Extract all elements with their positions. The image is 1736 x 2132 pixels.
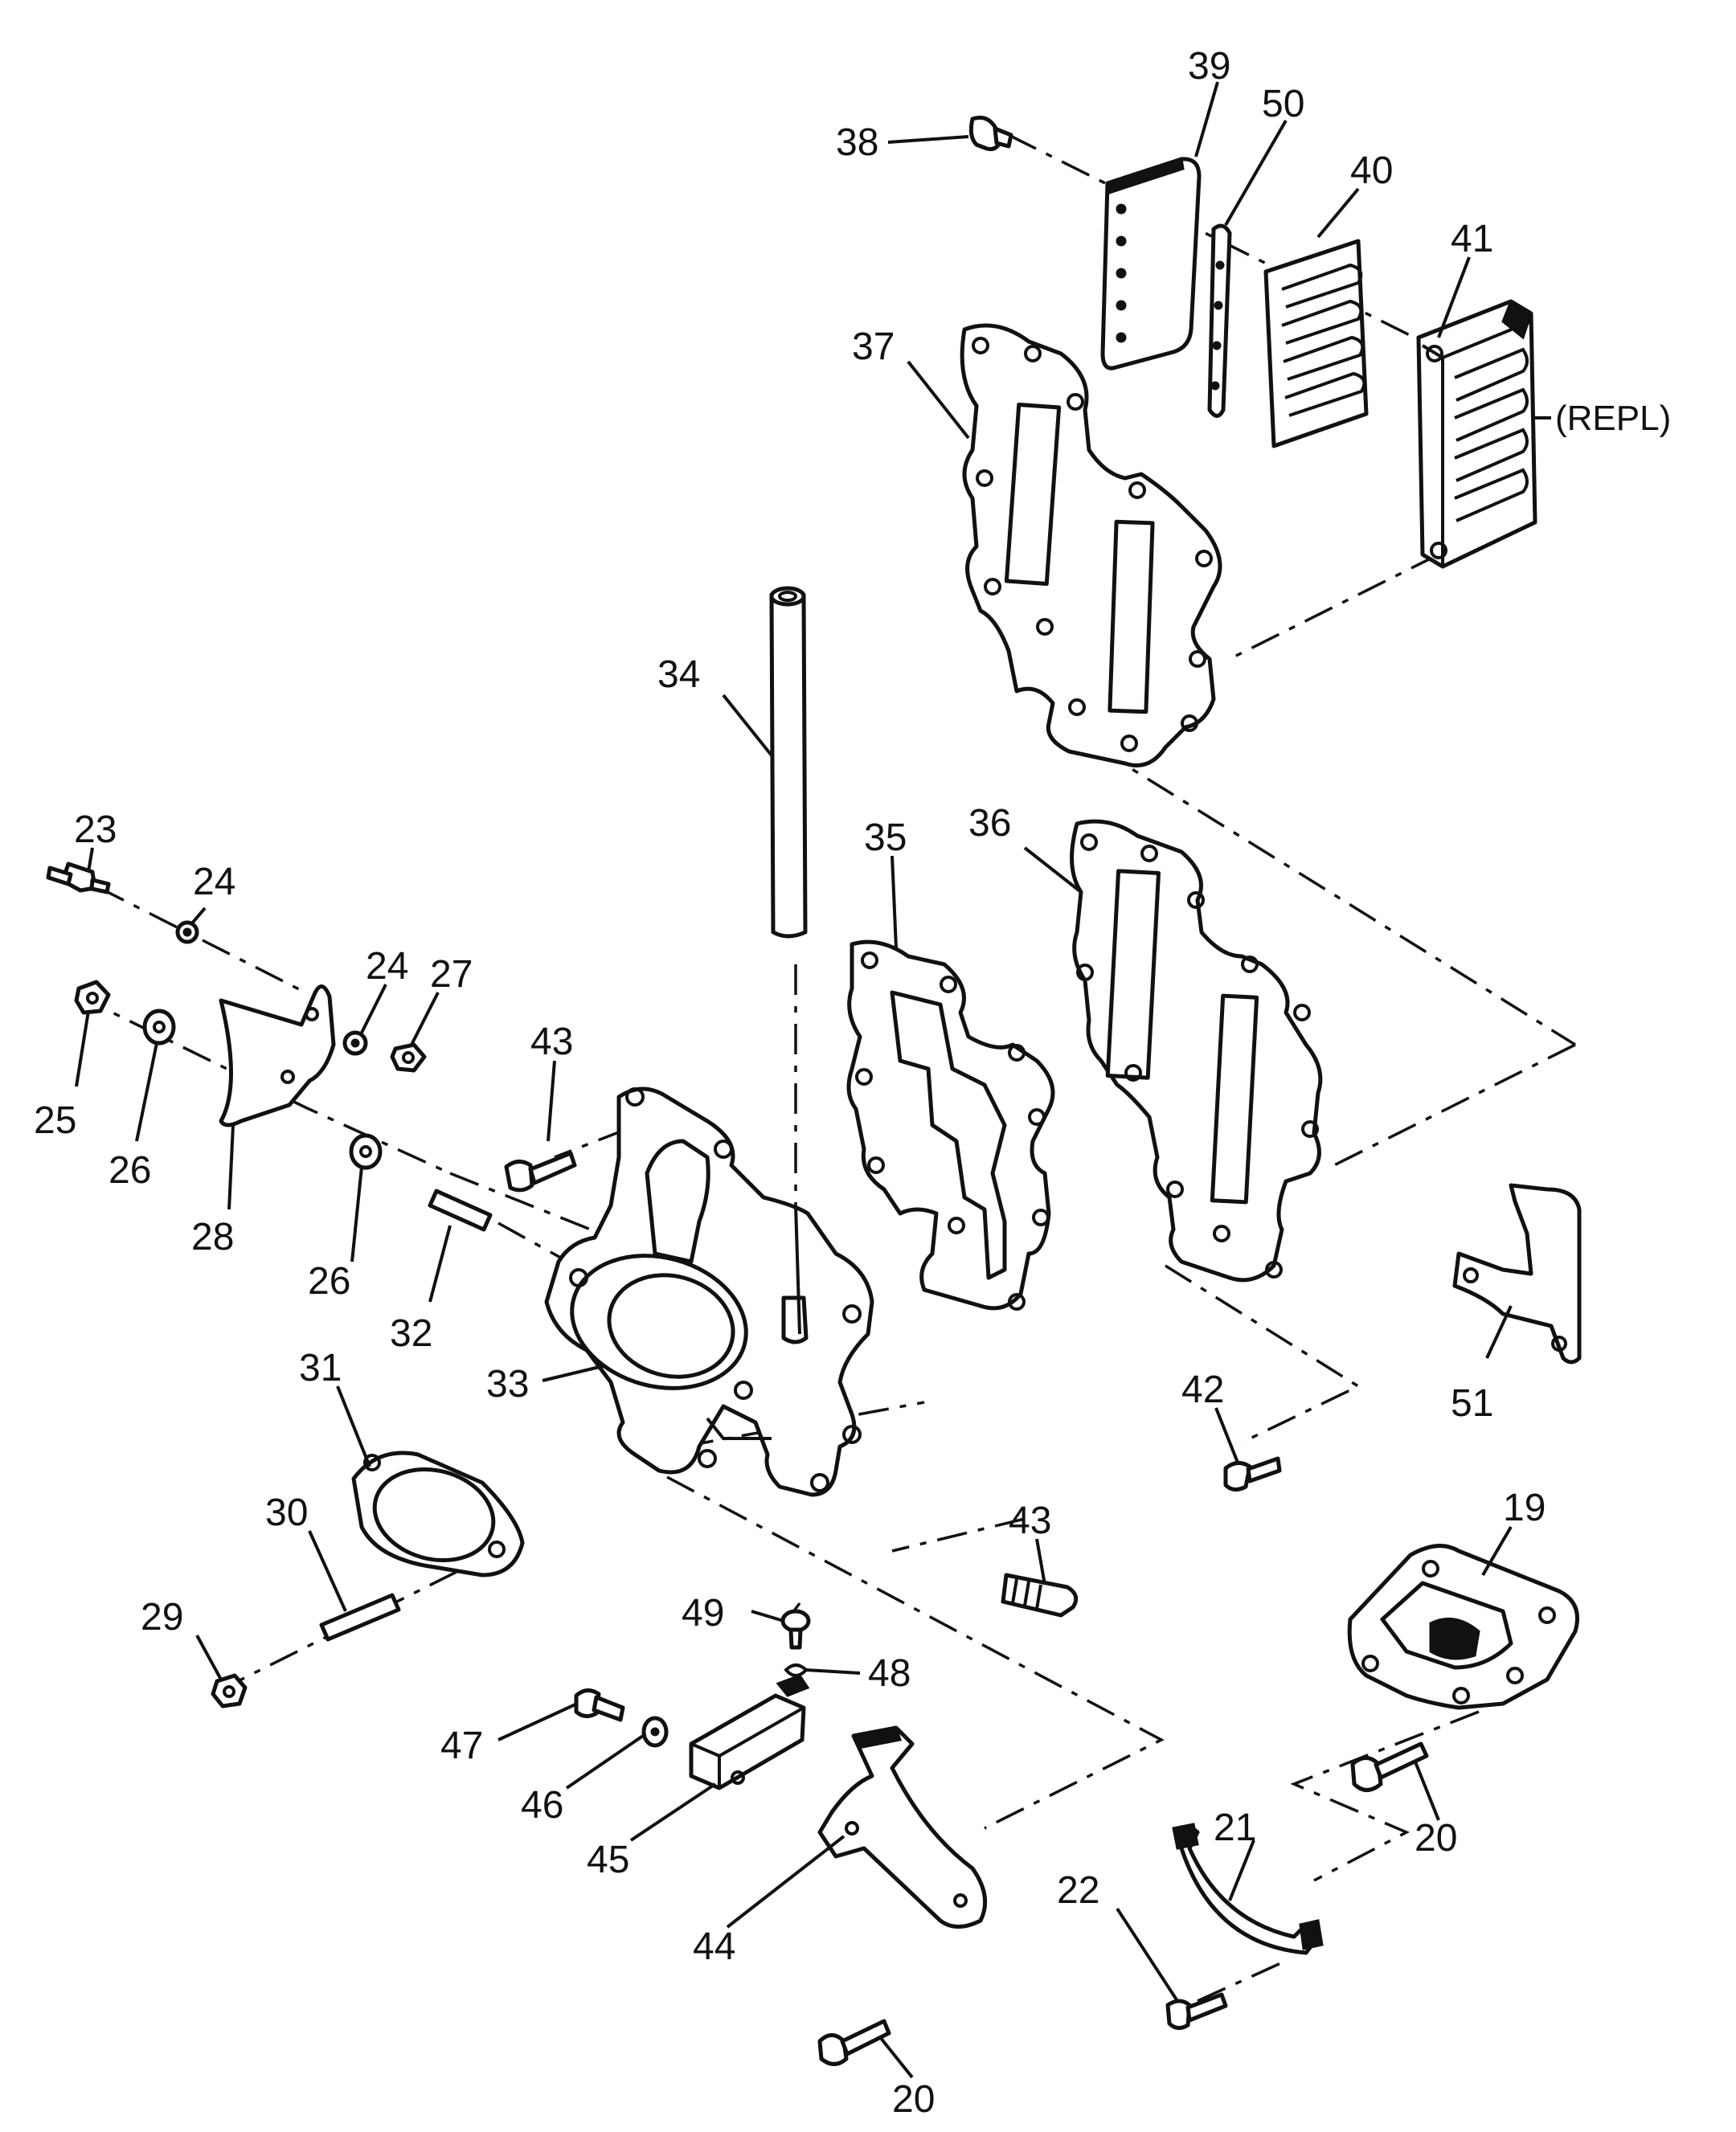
clamp-block-19 [1347, 1544, 1579, 1710]
callout-45: 45 [587, 1839, 629, 1881]
callout-19: 19 [1503, 1487, 1546, 1529]
screw-43-upper [504, 1151, 577, 1193]
callout-28: 28 [191, 1216, 234, 1258]
callout-51: 51 [1451, 1382, 1493, 1425]
washer-46 [641, 1716, 669, 1748]
plate-28 [219, 984, 336, 1127]
callout-27: 27 [430, 953, 473, 996]
callout-44: 44 [693, 1925, 735, 1968]
callout-26a: 26 [108, 1149, 151, 1192]
block-45 [689, 1674, 810, 1790]
bolt-20-lower [817, 2019, 891, 2066]
callout-48: 48 [868, 1652, 911, 1695]
washer-24b [342, 1030, 368, 1056]
callout-43b: 43 [1009, 1500, 1051, 1542]
washer-26 [142, 1009, 176, 1046]
stud-32 [428, 1189, 493, 1232]
nut-25 [74, 980, 111, 1015]
intake-housing-33 [544, 1086, 874, 1497]
callout-20a: 20 [892, 2078, 935, 2121]
callout-29: 29 [141, 1596, 183, 1639]
callout-24b: 24 [366, 945, 408, 988]
gasket-35 [846, 939, 1055, 1311]
gasket-37 [960, 323, 1222, 767]
leader-lines [75, 81, 1513, 2079]
reed-plate-39 [1100, 157, 1202, 370]
screw-22 [1165, 1992, 1228, 2030]
flange-gasket-31 [351, 1451, 525, 1578]
screw-38 [968, 115, 1013, 151]
bracket-51 [1452, 1183, 1582, 1365]
callout-32: 32 [390, 1312, 432, 1355]
screw-23 [46, 861, 111, 894]
callout-22: 22 [1057, 1869, 1099, 1912]
stud-30 [319, 1593, 401, 1642]
washer-48 [784, 1663, 809, 1677]
reed-block-41 [1416, 299, 1551, 569]
reeds-40 [1263, 239, 1369, 448]
screw-47 [574, 1688, 625, 1722]
callout-50: 50 [1262, 83, 1304, 125]
strap-21 [1172, 1823, 1324, 1955]
callout-43a: 43 [530, 1021, 573, 1063]
callout-34: 34 [657, 653, 700, 696]
stop-50 [1207, 223, 1232, 418]
callout-35: 35 [864, 816, 907, 859]
callout-49: 49 [682, 1592, 724, 1635]
callout-42: 42 [1181, 1369, 1224, 1411]
screw-43-lower [1001, 1573, 1079, 1618]
callout-25: 25 [34, 1099, 76, 1142]
callout-labels: 39 50 40 41 38 37 34 23 24 35 36 24 27 4… [34, 45, 1671, 2121]
washer-24 [175, 920, 199, 944]
callout-39: 39 [1188, 45, 1230, 88]
callout-23: 23 [74, 808, 117, 851]
bolt-20-right [1350, 1741, 1429, 1792]
callout-41: 41 [1451, 218, 1493, 260]
screw-42 [1223, 1456, 1282, 1492]
screw-49 [780, 1609, 811, 1650]
callout-47: 47 [440, 1725, 483, 1767]
repl-note: (REPL) [1555, 399, 1671, 438]
callout-31: 31 [299, 1347, 342, 1389]
callout-46: 46 [521, 1784, 563, 1827]
callout-33: 33 [486, 1363, 529, 1406]
tube-34 [769, 586, 808, 939]
bracket-44 [817, 1725, 988, 1929]
callout-20b: 20 [1415, 1817, 1457, 1860]
callout-36: 36 [968, 802, 1011, 845]
callout-21: 21 [1214, 1807, 1256, 1849]
callout-40: 40 [1350, 149, 1393, 192]
callout-30: 30 [265, 1492, 308, 1534]
callout-37: 37 [852, 325, 895, 368]
callout-38: 38 [836, 121, 878, 164]
callout-24a: 24 [193, 861, 235, 903]
gasket-36 [1070, 819, 1323, 1283]
washer-26b [349, 1133, 383, 1170]
callout-26b: 26 [308, 1260, 350, 1303]
nut-29 [211, 1673, 248, 1708]
nut-27 [390, 1042, 427, 1073]
